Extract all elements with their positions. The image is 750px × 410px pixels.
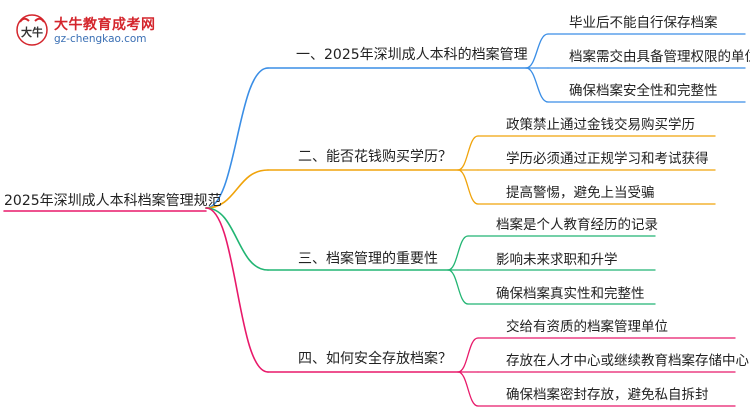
branch-3-leaf-2: 影响未来求职和升学 (496, 252, 618, 268)
branch-4-connector (205, 207, 269, 373)
logo-mark-text: 大牛 (21, 25, 43, 39)
logo-url: gz-chengkao.com (54, 33, 147, 45)
branch-1-label: 一、2025年深圳成人本科的档案管理 (296, 47, 528, 63)
logo-title: 大牛教育成考网 (54, 17, 156, 33)
branch-1-leaf-1-connector (525, 33, 549, 69)
branch-1-leaf-3: 确保档案安全性和完整性 (569, 83, 718, 99)
branch-2-leaf-1-connector (457, 135, 479, 171)
branch-4-label: 四、如何安全存放档案？ (298, 351, 452, 367)
branch-3-leaf-3: 确保档案真实性和完整性 (496, 286, 645, 302)
branch-1-leaf-1: 毕业后不能自行保存档案 (569, 15, 718, 31)
branch-2-leaf-2: 学历必须通过正规学习和考试获得 (506, 151, 709, 167)
branch-3-leaf-1: 档案是个人教育经历的记录 (496, 217, 658, 233)
branch-1-connector (205, 67, 269, 209)
branch-1-leaf-3-connector (525, 67, 549, 103)
branch-1-leaf-2: 档案需交由具备管理权限的单位 (569, 49, 750, 65)
branch-3-label: 三、档案管理的重要性 (298, 251, 438, 267)
site-logo: 大牛 大牛教育成考网 gz-chengkao.com (14, 12, 174, 52)
branch-4-leaf-1: 交给有资质的档案管理单位 (506, 319, 668, 335)
root-topic: 2025年深圳成人本科档案管理规范 (4, 193, 222, 209)
branch-2-leaf-3: 提高警惕，避免上当受骗 (506, 185, 655, 201)
branch-4-leaf-2: 存放在人才中心或继续教育档案存储中心 (506, 353, 749, 369)
branch-4-leaf-3-connector (457, 371, 479, 407)
branch-4-leaf-1-connector (457, 337, 479, 373)
branch-4-leaf-3: 确保档案密封存放，避免私自拆封 (506, 387, 709, 403)
branch-3-connector (205, 207, 269, 271)
branch-2-leaf-3-connector (457, 169, 479, 205)
branch-2-leaf-1: 政策禁止通过金钱交易购买学历 (506, 117, 695, 133)
branch-2-label: 二、能否花钱购买学历？ (298, 149, 452, 165)
bull-logo-icon: 大牛 (16, 14, 48, 46)
branch-3-leaf-3-connector (447, 269, 469, 305)
branch-2-connector (205, 169, 269, 209)
branch-3-leaf-1-connector (447, 235, 469, 271)
